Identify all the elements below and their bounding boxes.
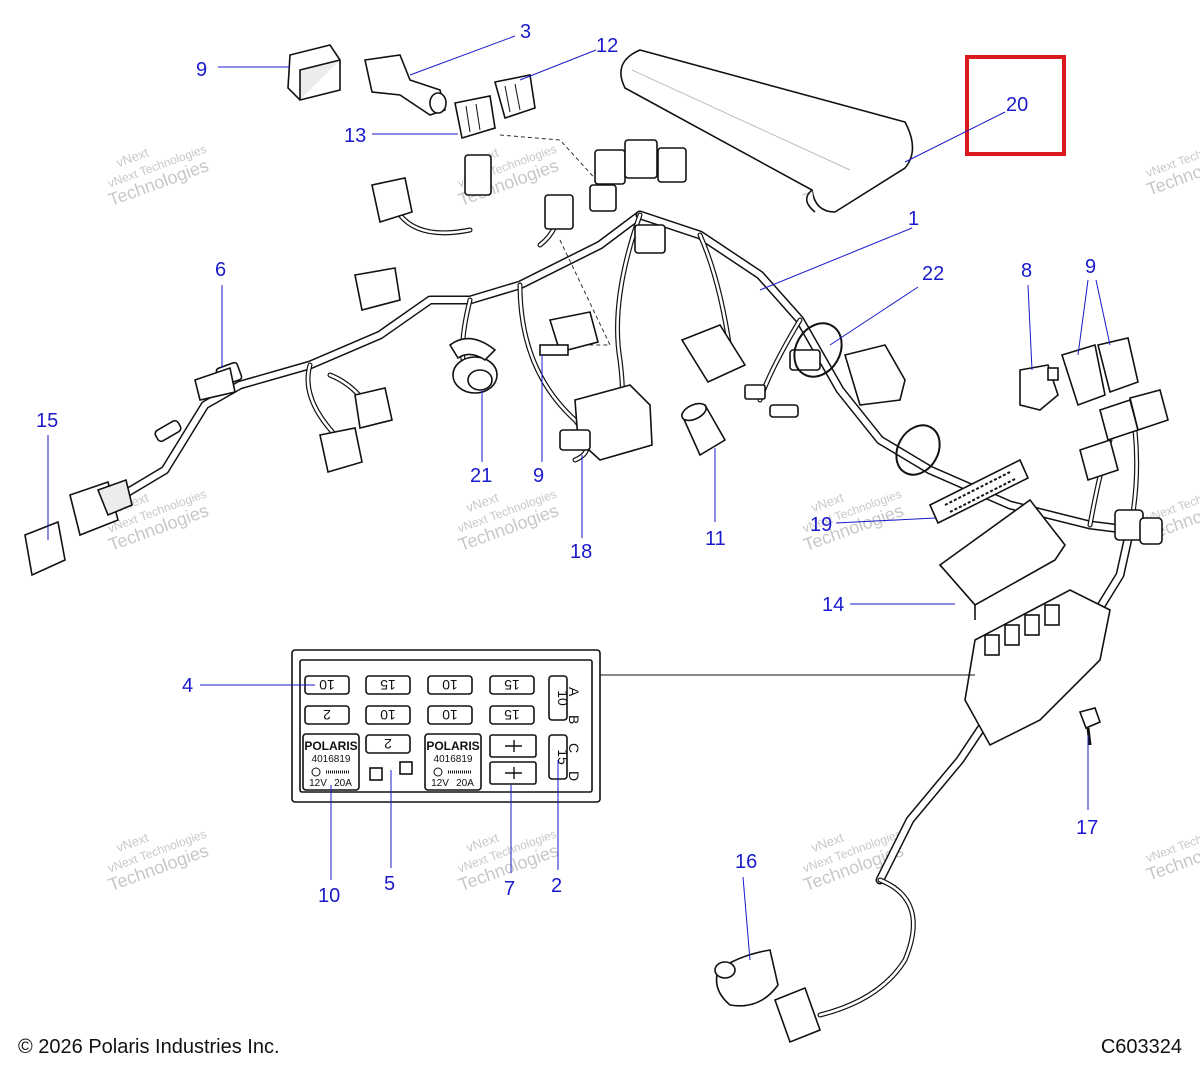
callout-10: 10 (318, 885, 340, 907)
connector-9-mid (539, 311, 599, 356)
fuse-row-1: 10 15 10 15 (304, 675, 535, 695)
callout-19: 19 (810, 514, 832, 536)
relay-left-volt: 12V (309, 778, 327, 789)
callout-8: 8 (1021, 260, 1032, 282)
callout-15: 15 (36, 410, 58, 432)
fuse-r2-2: 10 (380, 707, 396, 723)
routing-dashes (499, 134, 611, 346)
connector-6 (194, 361, 243, 401)
cap-16 (714, 949, 779, 1007)
relay-right: POLARIS 4016819 12V 20A (424, 733, 482, 791)
fuse-r1-4: 15 (504, 677, 520, 693)
relay-right-amp: 20A (456, 778, 474, 789)
terminal-13 (454, 95, 496, 140)
callout-7: 7 (504, 878, 515, 900)
callout-9-right: 9 (1085, 256, 1096, 278)
connector-9-top (287, 44, 341, 101)
side-fuse-1: 10 (555, 690, 571, 706)
relay-right-brand: POLARIS (426, 739, 479, 753)
connector-cluster-mid (680, 324, 906, 418)
callout-20: 20 (1006, 94, 1028, 116)
row-letter-d: D (566, 771, 582, 781)
fuse-r2-1: 2 (323, 707, 331, 723)
callout-9-top: 9 (196, 59, 207, 81)
grommet-21 (448, 337, 498, 394)
highlight-box (965, 55, 1066, 156)
terminal-12 (493, 74, 536, 120)
leader-lines (47, 35, 1111, 961)
connector-3 (364, 54, 447, 116)
callout-13: 13 (344, 125, 366, 147)
fuse-r1-3: 10 (442, 677, 458, 693)
connector-cluster-right (1079, 389, 1169, 545)
connector-18 (559, 384, 653, 461)
sleeve-11 (680, 402, 727, 457)
callouts: 1 2 3 4 5 6 7 8 9 9 9 10 11 12 13 14 15 … (36, 21, 1098, 907)
connector-cluster-top (464, 139, 687, 254)
label-19 (928, 458, 1030, 525)
relay-left: POLARIS 4016819 12V 20A (302, 733, 360, 791)
callout-4: 4 (182, 675, 193, 697)
callout-21: 21 (470, 465, 492, 487)
connector-left-upper (354, 177, 413, 311)
relay-right-volt: 12V (431, 778, 449, 789)
callout-22: 22 (922, 263, 944, 285)
connector-lower-left (154, 387, 393, 474)
callout-17: 17 (1076, 817, 1098, 839)
cap-8 (1019, 364, 1059, 411)
row-letter-c: C (566, 743, 582, 753)
callout-2: 2 (551, 875, 562, 897)
fuse-box-installed (964, 589, 1111, 747)
row-letter-a: A (566, 687, 582, 697)
relay-left-part: 4016819 (312, 754, 351, 765)
fuse-box-cover-14 (938, 498, 1066, 620)
relay-left-brand: POLARIS (304, 739, 357, 753)
callout-12: 12 (596, 35, 618, 57)
fuse-r3-1: 2 (384, 736, 392, 752)
fuse-r2-4: 15 (504, 707, 520, 723)
callout-16: 16 (735, 851, 757, 873)
callout-6: 6 (215, 259, 226, 281)
connector-15-end (24, 478, 133, 577)
callout-14: 14 (822, 594, 844, 616)
main-wire-harness (110, 197, 1140, 1018)
fuse-r1-2: 15 (380, 677, 396, 693)
copyright-text: © 2026 Polaris Industries Inc. (18, 1036, 280, 1058)
row-letter-b: B (566, 715, 582, 724)
side-fuse-2: 15 (555, 749, 571, 765)
relay-left-amp: 20A (334, 778, 352, 789)
callout-9-mid: 9 (533, 465, 544, 487)
bolt-17 (1078, 707, 1102, 746)
connectors-9-right (1060, 337, 1139, 407)
relay-right-part: 4016819 (434, 754, 473, 765)
callout-11: 11 (705, 528, 726, 550)
fuse-r2-3: 10 (442, 707, 458, 723)
connector-bottom (773, 986, 822, 1044)
callout-18: 18 (570, 541, 592, 563)
fuse-block-detail: 10 15 10 15 2 10 10 15 2 POLARIS 4016819 (291, 649, 601, 803)
protective-sleeve (620, 49, 914, 213)
callout-3: 3 (520, 21, 531, 43)
callout-5: 5 (384, 873, 395, 895)
callout-1: 1 (908, 208, 919, 230)
fuse-r1-1: 10 (319, 677, 335, 693)
cable-tie-22 (793, 322, 941, 476)
fuse-row-2: 2 10 10 15 (304, 705, 535, 725)
figure-code: C603324 (1100, 1036, 1182, 1058)
